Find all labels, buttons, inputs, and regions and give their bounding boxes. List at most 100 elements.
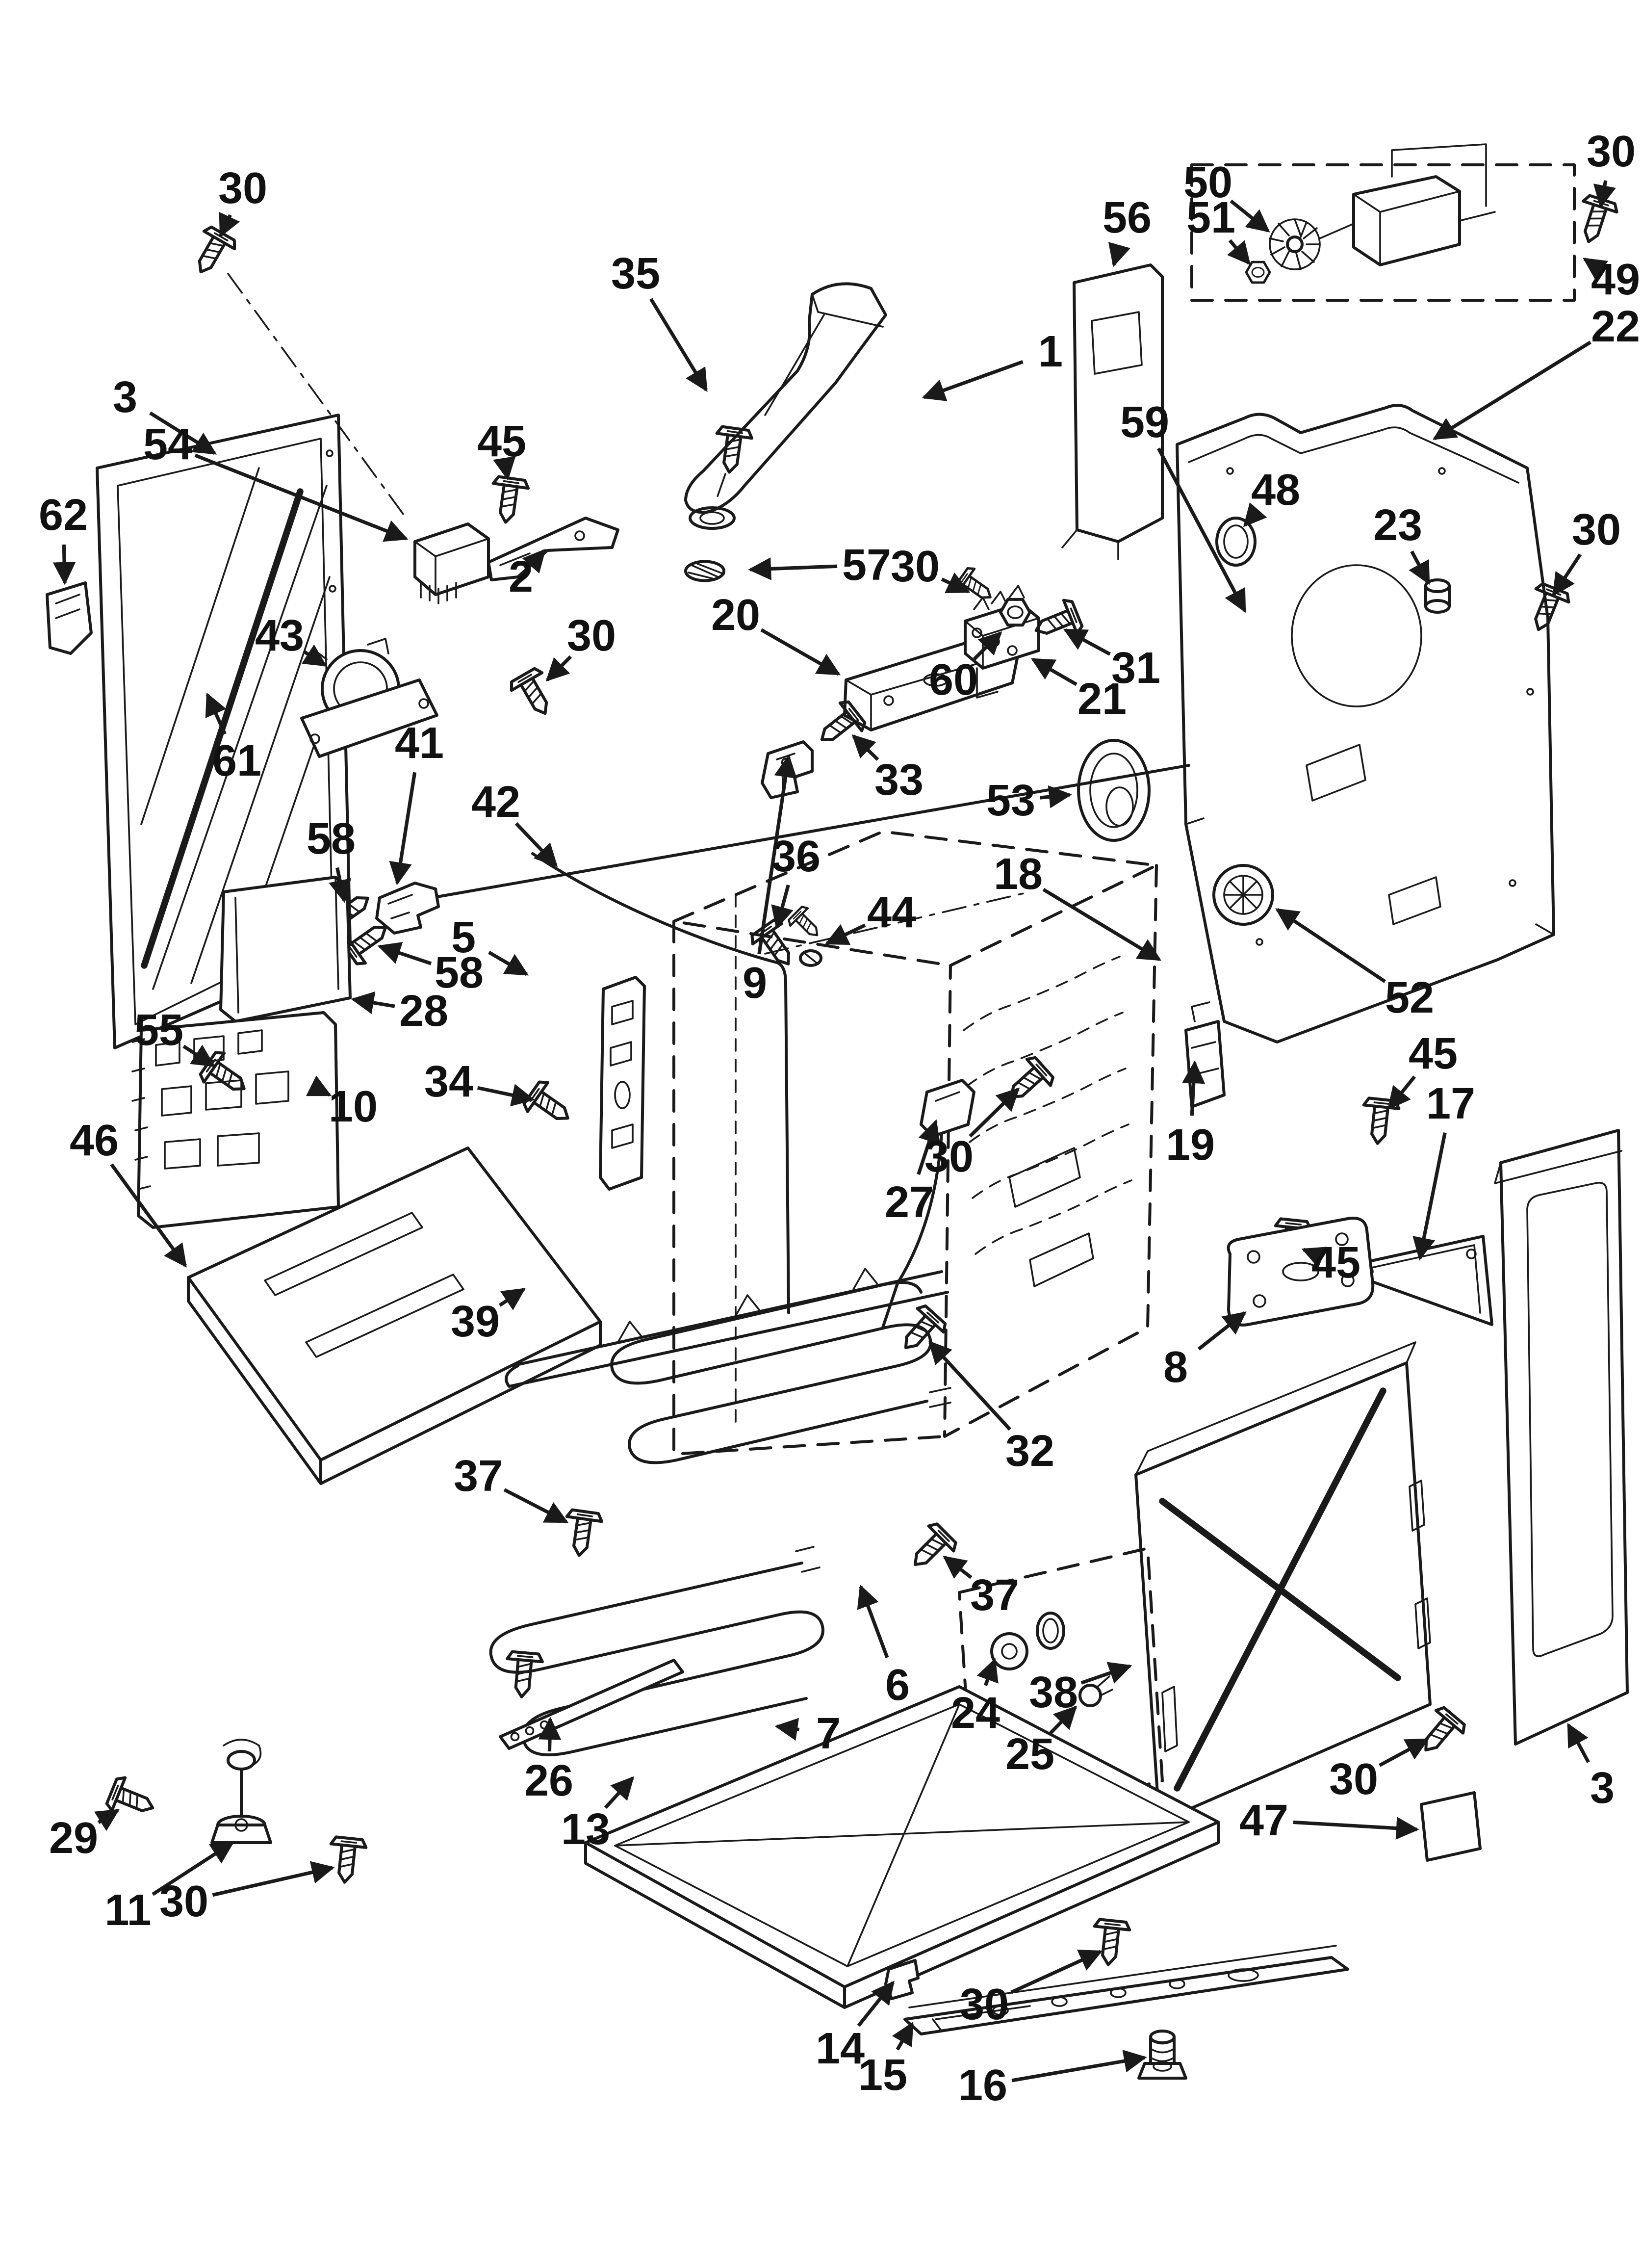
rear-shield-panel xyxy=(1061,263,1164,560)
callout-arrow xyxy=(545,655,572,682)
callout-arrow xyxy=(774,1718,800,1741)
callout-55-63: 55 xyxy=(134,1006,215,1068)
right-side-panel xyxy=(1494,1129,1629,1746)
callout-54-62: 54 xyxy=(143,420,409,542)
callout-label: 15 xyxy=(858,2051,907,2100)
spacer xyxy=(1424,578,1451,614)
callout-label: 45 xyxy=(477,417,526,466)
callout-16-14: 16 xyxy=(958,2050,1147,2110)
callout-label: 25 xyxy=(1005,1730,1054,1779)
callout-11-10: 11 xyxy=(104,1841,234,1935)
screw-37-right xyxy=(902,1521,959,1577)
callout-arrow xyxy=(1230,199,1270,233)
rear-panel xyxy=(1176,404,1555,1043)
callout-14-12: 14 xyxy=(816,1981,895,2073)
callout-label: 43 xyxy=(255,611,304,660)
callout-arrow xyxy=(182,1044,215,1068)
callout-27-25: 27 xyxy=(885,1119,941,1227)
callout-label: 3 xyxy=(113,373,137,422)
callout-26-24: 26 xyxy=(524,1717,573,1805)
callout-label: 2 xyxy=(509,552,533,601)
callout-6-5: 6 xyxy=(857,1584,910,1710)
callout-label: 30 xyxy=(159,1877,208,1926)
screw-30-panel xyxy=(1412,1705,1468,1761)
callout-arrow xyxy=(493,456,516,481)
callout-label: 16 xyxy=(958,2061,1007,2110)
callout-arrow xyxy=(329,867,352,903)
callout-15-13: 15 xyxy=(858,2021,914,2100)
callout-52-60: 52 xyxy=(1275,908,1434,1022)
callout-label: 5 xyxy=(451,913,476,962)
retainer-ring xyxy=(1036,1612,1065,1650)
callout-35-41: 35 xyxy=(611,249,708,392)
screw-34 xyxy=(521,1078,578,1133)
oven-cavity xyxy=(672,830,1158,1604)
callout-29-27: 29 xyxy=(49,1808,120,1863)
callout-arrow xyxy=(219,211,240,238)
callout-41-47: 41 xyxy=(389,719,444,886)
callout-2-1: 2 xyxy=(509,548,546,601)
callout-arrow xyxy=(1049,1705,1078,1735)
drawer-glide-rail xyxy=(903,1945,1349,2035)
callout-37-44: 37 xyxy=(943,1556,1019,1620)
callout-59-68: 59 xyxy=(1120,398,1247,613)
callout-arrow xyxy=(922,360,1024,401)
callout-arrow xyxy=(1030,657,1078,686)
callout-label: 30 xyxy=(1329,1755,1378,1804)
callout-label: 53 xyxy=(986,776,1035,825)
wire-clip xyxy=(375,882,440,935)
spark-module xyxy=(413,522,490,604)
callout-32-38: 32 xyxy=(928,1340,1054,1476)
callout-arrow xyxy=(498,1288,526,1310)
callout-arrow xyxy=(477,1084,535,1107)
nut-60 xyxy=(1001,600,1030,625)
callout-46-54: 46 xyxy=(70,1116,187,1268)
callout-56-64: 56 xyxy=(1103,193,1152,267)
callout-20-18: 20 xyxy=(711,591,841,676)
callout-arrow xyxy=(1409,550,1431,585)
callout-label: 8 xyxy=(1163,1343,1188,1392)
callout-label: 50 xyxy=(1183,158,1232,207)
screw-37-support xyxy=(504,1651,543,1698)
callout-label: 20 xyxy=(711,591,760,640)
callout-62-71: 62 xyxy=(39,491,88,585)
callout-label: 13 xyxy=(561,1805,610,1854)
callout-13-11: 13 xyxy=(561,1776,635,1854)
callout-label: 32 xyxy=(1005,1427,1054,1476)
callout-arrow xyxy=(1552,553,1582,597)
callout-label: 30 xyxy=(1587,127,1636,176)
callout-61-70: 61 xyxy=(205,692,261,785)
callout-38-45: 38 xyxy=(1029,1662,1132,1717)
callout-arrow xyxy=(1243,502,1267,527)
callout-58-66: 58 xyxy=(307,814,356,903)
callout-arrow xyxy=(212,1861,335,1897)
alignment-line xyxy=(227,273,407,519)
callout-label: 56 xyxy=(1103,193,1152,242)
callout-17-15: 17 xyxy=(1412,1079,1475,1261)
heat-shield xyxy=(219,876,352,1023)
callout-48-56: 48 xyxy=(1243,466,1300,527)
callout-30-36: 30 xyxy=(960,1950,1103,2029)
callout-28-26: 28 xyxy=(351,987,448,1036)
callout-label: 58 xyxy=(435,948,484,997)
callout-label: 59 xyxy=(1120,398,1169,447)
callout-label: 30 xyxy=(567,611,616,660)
callout-arrow xyxy=(649,298,708,392)
callout-arrow xyxy=(52,544,76,585)
callout-label: 30 xyxy=(924,1132,974,1181)
callout-arrow xyxy=(857,1584,889,1659)
drawer-base xyxy=(584,1685,1220,2009)
callout-arrow xyxy=(943,1556,973,1579)
callout-53-61: 53 xyxy=(986,776,1072,825)
callout-8-7: 8 xyxy=(1163,1311,1247,1392)
vent-grille xyxy=(1212,864,1274,926)
callout-arrow xyxy=(149,411,217,455)
callout-label: 38 xyxy=(1029,1668,1078,1717)
callout-label: 31 xyxy=(1111,644,1160,693)
callout-label: 11 xyxy=(104,1886,151,1935)
callout-arrow xyxy=(771,884,794,930)
callout-arrow xyxy=(1182,1060,1206,1116)
